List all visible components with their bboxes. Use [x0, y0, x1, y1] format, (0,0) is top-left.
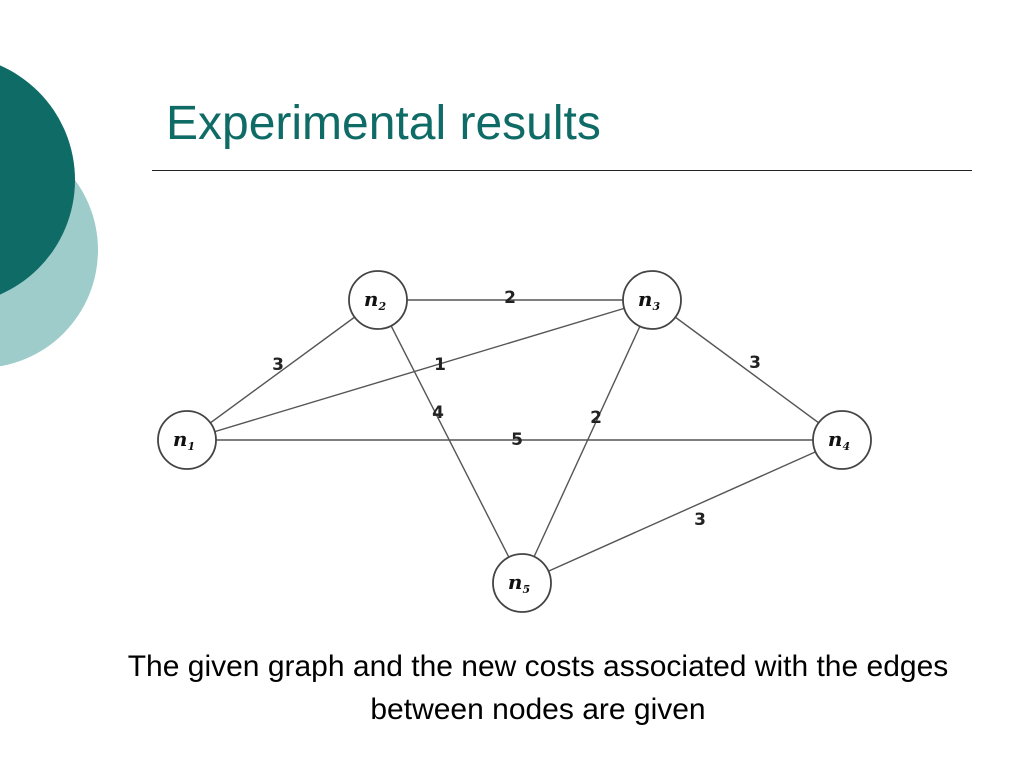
slide-caption: The given graph and the new costs associ… [127, 650, 949, 726]
node-circle-n5 [492, 553, 552, 613]
node-circle-n3 [622, 270, 682, 330]
edge-cost-n2-n3: 2 [504, 288, 516, 308]
edges-layer [186, 299, 843, 584]
edge-n1-n3 [186, 299, 653, 441]
edge-n3-n4 [651, 299, 843, 441]
node-label-base: n [508, 570, 523, 594]
edge-labels-layer: 2 3 1 4 5 2 3 3 [272, 288, 761, 530]
node-label-n2: n2 [364, 287, 387, 313]
edge-n2-n5 [377, 299, 523, 584]
edge-cost-n1-n2: 3 [272, 355, 284, 375]
node-n3: n3 [622, 270, 682, 330]
node-n2: n2 [348, 270, 408, 330]
node-label-subscript: 2 [377, 300, 386, 313]
edge-cost-n1-n3: 1 [434, 355, 446, 375]
node-label-n4: n4 [828, 427, 850, 453]
decorative-circles [0, 65, 98, 367]
node-circle-n1 [157, 410, 217, 470]
node-label-subscript: 4 [842, 440, 850, 453]
node-label-base: n [828, 427, 843, 451]
node-n4: n4 [812, 410, 872, 470]
node-label-subscript: 5 [522, 583, 530, 596]
decor-circle-dark [0, 65, 75, 295]
node-n1: n1 [157, 410, 217, 470]
node-label-base: n [364, 287, 379, 311]
node-label-subscript: 1 [187, 440, 195, 453]
node-label-n3: n3 [638, 287, 661, 313]
edge-cost-n3-n5: 2 [590, 408, 602, 428]
node-label-n1: n1 [173, 427, 195, 453]
edge-cost-n3-n4: 3 [749, 353, 761, 373]
node-circle-n2 [348, 270, 408, 330]
node-circle-n4 [812, 410, 872, 470]
edge-n5-n4 [521, 439, 843, 584]
edge-n1-n2 [186, 299, 379, 441]
edge-cost-n5-n4: 3 [694, 510, 706, 530]
edge-cost-n1-n4: 5 [511, 430, 523, 450]
node-label-subscript: 3 [652, 300, 660, 313]
edge-cost-n2-n5: 4 [432, 403, 444, 423]
edge-n3-n5 [521, 299, 653, 584]
title-divider [152, 170, 972, 171]
node-label-n5: n5 [508, 570, 530, 596]
slide-title: Experimental results [166, 97, 601, 150]
node-label-base: n [173, 427, 188, 451]
node-n5: n5 [492, 553, 552, 613]
node-label-base: n [638, 287, 653, 311]
